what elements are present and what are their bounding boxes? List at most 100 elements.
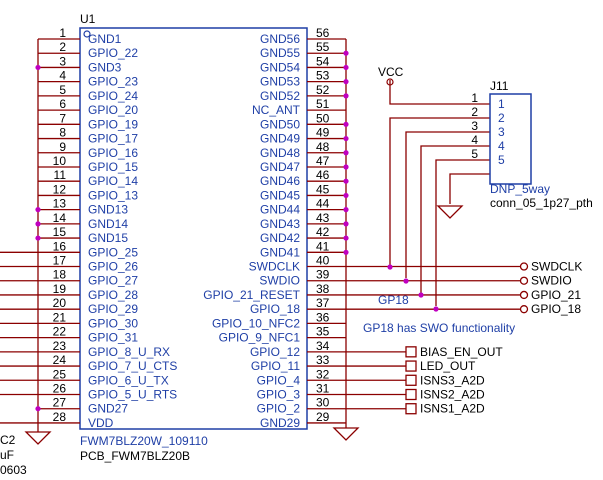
junction-dot (343, 207, 349, 213)
pin-number: 53 (316, 69, 330, 83)
net-label: SWDIO (531, 274, 572, 288)
j11-pin-number: 1 (471, 91, 478, 105)
pin-name: GND53 (260, 75, 300, 89)
pin-name: GND50 (260, 117, 300, 131)
pin-number: 24 (53, 353, 67, 367)
pin-number: 49 (316, 126, 330, 140)
pin-number: 50 (316, 111, 330, 125)
junction-dot (433, 306, 439, 312)
pin-number: 22 (53, 325, 67, 339)
pin-name: GPIO_6_U_TX (88, 373, 169, 387)
junction-dot (35, 221, 41, 227)
j11-pin-number: 2 (471, 105, 478, 119)
cap-ref: C2 (0, 433, 16, 447)
pin-number: 16 (53, 239, 67, 253)
pin-name: GPIO_4 (257, 373, 301, 387)
vcc-symbol (386, 78, 394, 86)
pin-name: GND49 (260, 132, 300, 146)
junction-dot (403, 278, 409, 284)
pin-number: 45 (316, 182, 330, 196)
pin-name: GPIO_28 (88, 288, 138, 302)
junction-dot (343, 93, 349, 99)
pin-number: 9 (59, 140, 66, 154)
j11-pin-number: 5 (471, 147, 478, 161)
net-label: GPIO_21 (531, 288, 581, 302)
pin1-marker (83, 30, 91, 38)
pin-name: GND27 (88, 402, 128, 416)
pin-name: GND44 (260, 203, 300, 217)
pin-number: 35 (316, 325, 330, 339)
u1-body (79, 27, 308, 430)
pin-number: 39 (316, 268, 330, 282)
pin-number: 26 (53, 382, 67, 396)
pin-number: 31 (316, 382, 330, 396)
pin-number: 37 (316, 296, 330, 310)
junction-dot (343, 121, 349, 127)
pin-number: 3 (59, 54, 66, 68)
junction-dot (343, 235, 349, 241)
pin-number: 7 (59, 111, 66, 125)
j11-value: DNP_5way (490, 182, 550, 196)
port-box (405, 346, 417, 358)
pin-name: GND47 (260, 160, 300, 174)
port-box (405, 374, 417, 386)
pin-number: 2 (59, 40, 66, 54)
port-box (405, 403, 417, 415)
pin-name: GPIO_10_NFC2 (212, 316, 300, 330)
pin-name: VDD (88, 416, 114, 430)
pin-name: GND54 (260, 60, 300, 74)
pin-number: 13 (53, 197, 67, 211)
u1-ref: U1 (80, 12, 96, 26)
port-label: LED_OUT (420, 359, 476, 373)
pin-name: SWDIO (259, 274, 300, 288)
j11-pin-name: 1 (498, 97, 505, 111)
pin-number: 14 (53, 211, 67, 225)
pin-number: 44 (316, 197, 330, 211)
pin-name: GPIO_27 (88, 274, 138, 288)
j11-pin-name: 2 (498, 111, 505, 125)
junction-dot (343, 64, 349, 71)
gp18-label: GP18 (378, 293, 409, 307)
pin-number: 47 (316, 154, 330, 168)
pin-name: GPIO_17 (88, 132, 138, 146)
junction-dot (343, 249, 349, 255)
junction-dot (343, 79, 349, 85)
pin-number: 30 (316, 396, 330, 410)
ground-symbol-right (332, 427, 360, 441)
cap-value: uF (0, 448, 14, 462)
junction-dot (35, 64, 41, 71)
pin-name: GPIO_5_U_RTS (88, 388, 177, 402)
pin-name: GPIO_18 (250, 302, 300, 316)
ground-symbol-j11 (436, 205, 464, 219)
pin-name: GND52 (260, 89, 300, 103)
junction-dot (343, 192, 349, 199)
swo-note: GP18 has SWO functionality (363, 321, 515, 335)
pin-number: 27 (53, 396, 67, 410)
pin-number: 28 (53, 410, 67, 424)
pin-number: 18 (53, 268, 67, 282)
j11-footprint: conn_05_1p27_pth (490, 196, 593, 210)
pin-number: 20 (53, 296, 67, 310)
net-connector (519, 262, 529, 271)
pin-name: GPIO_22 (88, 46, 138, 60)
pin-name: GND13 (88, 203, 128, 217)
pin-name: GPIO_21_RESET (203, 288, 300, 302)
pin-number: 46 (316, 168, 330, 182)
pin-number: 43 (316, 211, 330, 225)
pin-name: SWDCLK (249, 260, 300, 274)
pin-number: 33 (316, 353, 330, 367)
pin-number: 42 (316, 225, 330, 239)
cap-footprint: 0603 (0, 463, 27, 477)
pin-name: GPIO_16 (88, 146, 138, 160)
pin-number: 41 (316, 239, 330, 253)
pin-name: GPIO_14 (88, 174, 138, 188)
j11-ref: J11 (490, 79, 509, 93)
pin-name: GND14 (88, 217, 128, 231)
pin-number: 8 (59, 126, 66, 140)
j11-pin-number: 3 (471, 119, 478, 133)
pin-name: GND1 (88, 32, 122, 46)
pin-number: 52 (316, 83, 330, 97)
pin-number: 25 (53, 367, 67, 381)
